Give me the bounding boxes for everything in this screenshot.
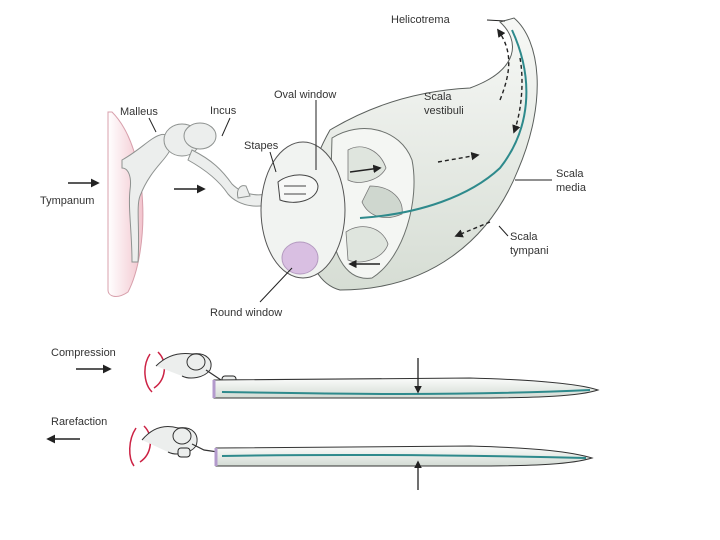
rarefaction-basilar-membrane — [221, 453, 587, 459]
label-scala-media-2: media — [556, 182, 587, 194]
label-scala-vestibuli-1: Scala — [424, 91, 452, 103]
label-oval-window: Oval window — [274, 89, 336, 101]
label-compression: Compression — [51, 347, 116, 359]
label-incus: Incus — [210, 105, 237, 117]
label-scala-vestibuli-2: vestibuli — [424, 105, 464, 117]
leader-lines — [148, 19, 552, 303]
label-rarefaction: Rarefaction — [51, 416, 107, 428]
label-helicotrema: Helicotrema — [391, 14, 451, 26]
label-malleus: Malleus — [120, 106, 158, 118]
round-window — [281, 241, 319, 275]
oval-window-housing — [260, 141, 346, 279]
label-round-window: Round window — [210, 307, 282, 319]
label-stapes: Stapes — [244, 140, 279, 152]
label-scala-tympani-2: tympani — [510, 245, 549, 257]
flow-arrows — [348, 28, 523, 269]
scala-media-membrane — [359, 29, 528, 219]
label-scala-media-1: Scala — [556, 168, 584, 180]
compression-cochlea-tube — [213, 377, 600, 399]
label-tympanum: Tympanum — [40, 195, 94, 207]
compression-basilar-membrane — [221, 389, 591, 395]
label-scala-tympani-1: Scala — [510, 231, 538, 243]
rarefaction-ossicles — [129, 425, 219, 467]
